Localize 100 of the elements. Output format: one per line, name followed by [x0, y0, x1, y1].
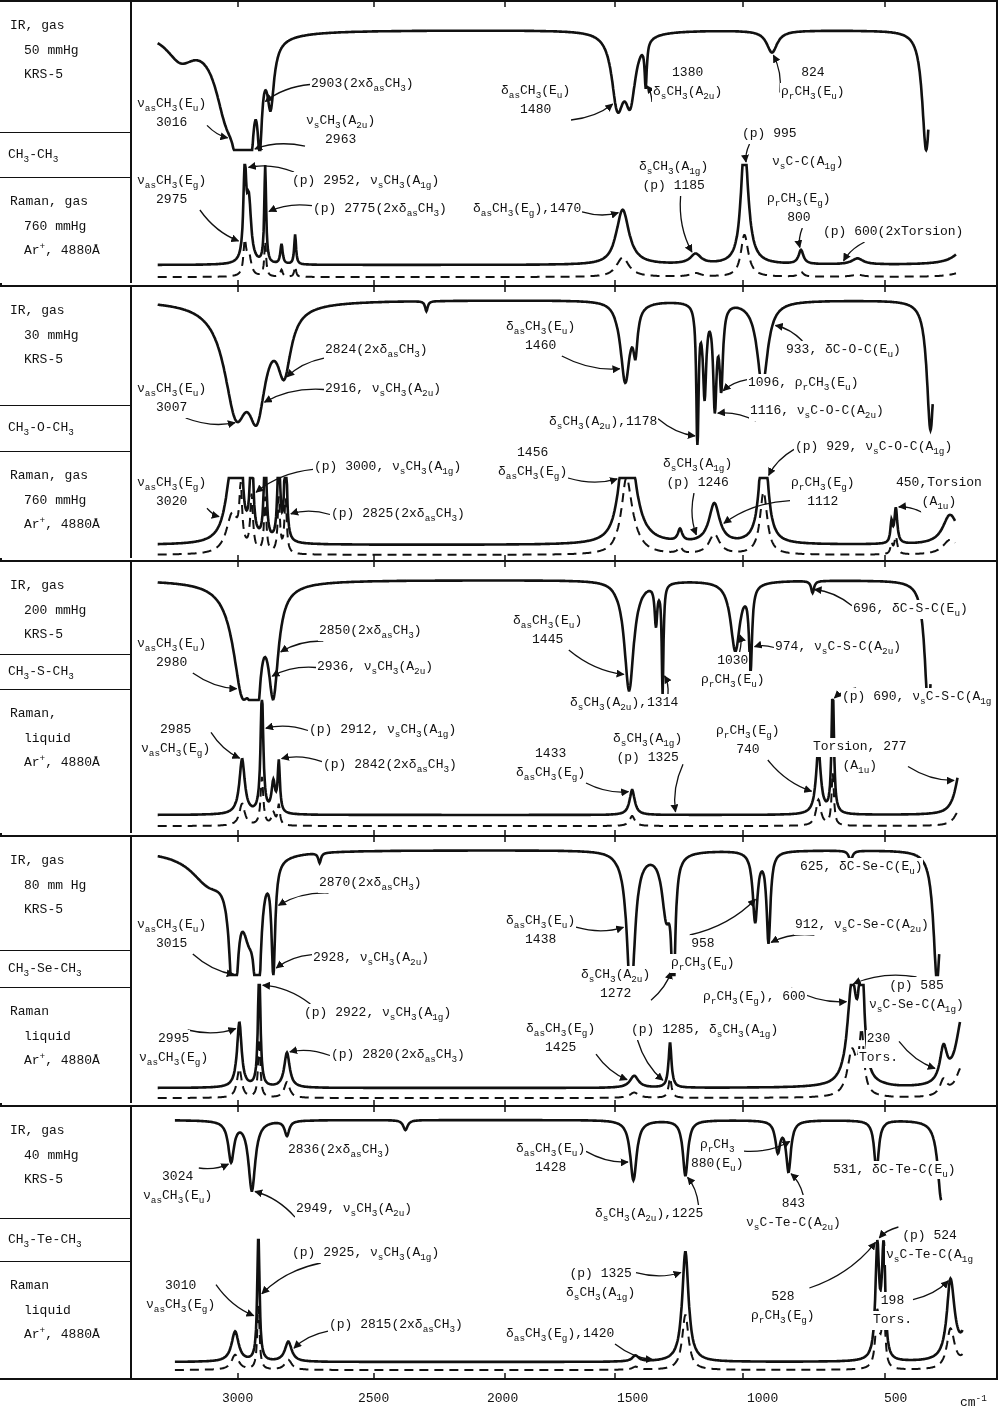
peak-label: δ$_{as}$CH$_{3}$(E$_{u}$): [515, 1140, 587, 1159]
leader-arrow: [280, 753, 323, 763]
cell-text: 80 mm Hg: [23, 876, 88, 895]
peak-label: ν$_{as}$CH$_{3}$(E$_{g}$): [136, 474, 208, 493]
peak-label: δ$_{as}$CH$_{3}$(E$_{g}$): [525, 1020, 597, 1039]
leader-arrow: [254, 142, 306, 151]
leader-arrow: [268, 204, 313, 213]
leader-arrow: [767, 759, 813, 793]
axis-tick-label: 3000: [222, 1390, 254, 1408]
condition-cell: [0, 287, 132, 405]
peak-label: δ$_{s}$CH$_{3}$(A$_{2u}$),1225: [594, 1205, 705, 1224]
cell-text: KRS-5: [23, 901, 64, 920]
leader-arrow: [263, 388, 325, 403]
cell-text: 50 mmHg: [23, 41, 80, 60]
peak-label: δ$_{s}$CH$_{3}$(A$_{1g}$): [612, 730, 684, 749]
leader-arrow: [585, 782, 630, 797]
peak-label: δ$_{as}$CH$_{3}$(E$_{u}$): [505, 318, 577, 337]
leader-arrow: [794, 227, 803, 249]
leader-arrow: [561, 355, 621, 374]
leader-arrow: [567, 476, 618, 485]
cell-text: liquid: [23, 729, 72, 748]
cell-text: Raman: [10, 1003, 50, 1021]
leader-arrow: [738, 634, 746, 653]
cell-text: CH$_{3}$-S-CH$_{3}$: [8, 662, 75, 684]
axis-unit-label: cm$^{-1}$: [960, 1394, 987, 1412]
axis-tick-label: 2000: [487, 1390, 519, 1408]
leader-arrow: [852, 974, 918, 985]
leader-arrow: [833, 687, 857, 699]
molecule-cell: [0, 405, 132, 452]
leader-arrow: [575, 925, 625, 934]
cell-text: IR, gas: [10, 577, 66, 595]
peak-label: ν$_{as}$CH$_{3}$(E$_{g}$): [136, 172, 208, 191]
condition-cell: [0, 1262, 132, 1378]
cell-text: Raman: [10, 1277, 50, 1295]
leader-arrow: [689, 898, 757, 936]
leader-arrow: [898, 502, 923, 513]
band-assignment-label: 625, δC-Se-C(E$_{u}$): [800, 858, 923, 877]
peak-label: ρ$_{r}$CH$_{3}$(E$_{g}$): [715, 722, 781, 741]
leader-arrow: [753, 640, 775, 649]
band-assignment-label: 531, δC-Te-C(E$_{u}$): [833, 1161, 956, 1180]
leader-arrow: [722, 379, 748, 392]
leader-arrow: [187, 1027, 237, 1035]
molecule-cell: [0, 950, 132, 988]
leader-arrow: [206, 507, 220, 519]
band-assignment-label: ν$_{s}$C-C(A$_{1g}$): [772, 153, 844, 172]
leader-arrow: [912, 1280, 950, 1301]
leader-arrow: [265, 722, 309, 732]
leader-arrow: [277, 892, 330, 906]
leader-arrow: [663, 675, 672, 695]
leader-arrow: [254, 1189, 296, 1218]
peak-label: ρ$_{r}$CH$_{3}$(E$_{u}$): [700, 670, 766, 690]
leader-arrow: [290, 508, 331, 516]
leader-arrow: [690, 492, 698, 536]
cell-text: Raman,: [10, 705, 58, 723]
leader-arrow: [192, 672, 238, 693]
leader-arrow: [198, 1163, 230, 1171]
cell-text: Ar$^{+}$, 4880Å: [23, 752, 101, 773]
leader-arrow: [842, 241, 866, 262]
cell-text: KRS-5: [23, 66, 64, 85]
leader-arrow: [595, 1053, 628, 1081]
leader-arrow: [657, 418, 696, 439]
peak-label: ρ$_{r}$CH$_{3}$: [698, 1136, 736, 1155]
leader-arrow: [723, 499, 791, 524]
leader-arrow: [261, 1262, 322, 1295]
ir-spectrum-curve: [156, 29, 930, 152]
peak-label: 696, δC-S-C(E$_{u}$): [852, 600, 969, 619]
axis-tick-label: 500: [884, 1390, 908, 1408]
leader-arrow: [743, 1140, 791, 1153]
peak-label: ρ$_{r}$CH$_{3}$(E$_{u}$): [670, 953, 736, 973]
leader-arrow: [717, 408, 757, 422]
peak-label: δ$_{s}$CH$_{3}$(A$_{1g}$): [638, 158, 710, 177]
leader-arrow: [790, 1173, 804, 1196]
cell-text: Raman, gas: [10, 467, 89, 485]
cell-text: KRS-5: [23, 626, 64, 645]
condition-cell: [0, 690, 132, 833]
condition-cell: [0, 452, 132, 558]
leader-arrow: [585, 1150, 629, 1167]
axis-tick-label: 1000: [747, 1390, 779, 1408]
condition-cell: [0, 837, 132, 950]
leader-arrow: [570, 103, 614, 121]
cell-text: CH$_{3}$-CH$_{3}$: [8, 145, 60, 167]
cell-text: Ar$^{+}$, 4880Å: [23, 240, 101, 261]
molecule-cell: [0, 1218, 132, 1262]
molecule-cell: [0, 654, 132, 690]
peak-label: ν$_{as}$CH$_{3}$(E$_{u}$): [136, 635, 208, 654]
leader-arrow: [808, 1241, 877, 1289]
peak-label: δ$_{as}$CH$_{3}$(E$_{u}$): [512, 612, 584, 631]
axis-tick-label: 2500: [358, 1390, 390, 1408]
peak-label: δ$_{as}$CH$_{3}$(E$_{u}$): [505, 912, 577, 931]
leader-arrow: [206, 124, 229, 140]
leader-arrow: [275, 954, 313, 969]
cell-text: CH$_{3}$-O-CH$_{3}$: [8, 419, 75, 440]
leader-arrow: [255, 468, 314, 493]
cell-text: liquid: [23, 1027, 72, 1046]
leader-arrow: [286, 357, 325, 378]
band-assignment-label: 2836(2xδ$_{as}$CH$_{3}$): [288, 1141, 391, 1160]
axis-tick-label: 1500: [617, 1390, 649, 1408]
leader-arrow: [614, 1343, 654, 1363]
peak-label: 230: [865, 1030, 892, 1049]
cell-text: IR, gas: [10, 17, 66, 35]
